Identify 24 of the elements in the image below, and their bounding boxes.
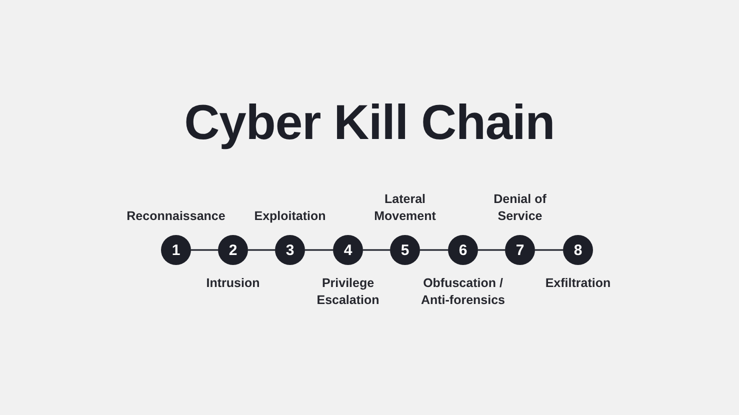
connector-line xyxy=(535,249,563,251)
numbered-step-circle: 3 xyxy=(275,235,305,265)
numbered-step-circle: 6 xyxy=(448,235,478,265)
numbered-step-circle: 1 xyxy=(161,235,191,265)
connector-line xyxy=(191,249,218,251)
stage-label: Exfiltration xyxy=(544,275,612,292)
connector-line xyxy=(248,249,275,251)
stage-label: Intrusion xyxy=(205,275,261,292)
stage-label: Exploitation xyxy=(253,208,327,224)
stage-label: Lateral Movement xyxy=(373,191,437,224)
stage-label: Denial of Service xyxy=(492,191,548,224)
connector-line xyxy=(363,249,390,251)
numbered-step-circle: 4 xyxy=(333,235,363,265)
numbered-step-circle: 2 xyxy=(218,235,248,265)
numbered-step-circle: 8 xyxy=(563,235,593,265)
numbered-step-circle: 5 xyxy=(390,235,420,265)
connector-line xyxy=(305,249,333,251)
title: Cyber Kill Chain xyxy=(184,95,555,152)
stage-label: Obfuscation / Anti-forensics xyxy=(420,275,506,308)
connector-line xyxy=(420,249,448,251)
connector-line xyxy=(478,249,505,251)
stage-label: Privilege Escalation xyxy=(316,275,380,308)
stage-label: Reconnaissance xyxy=(126,208,226,224)
numbered-step-circle: 7 xyxy=(505,235,535,265)
